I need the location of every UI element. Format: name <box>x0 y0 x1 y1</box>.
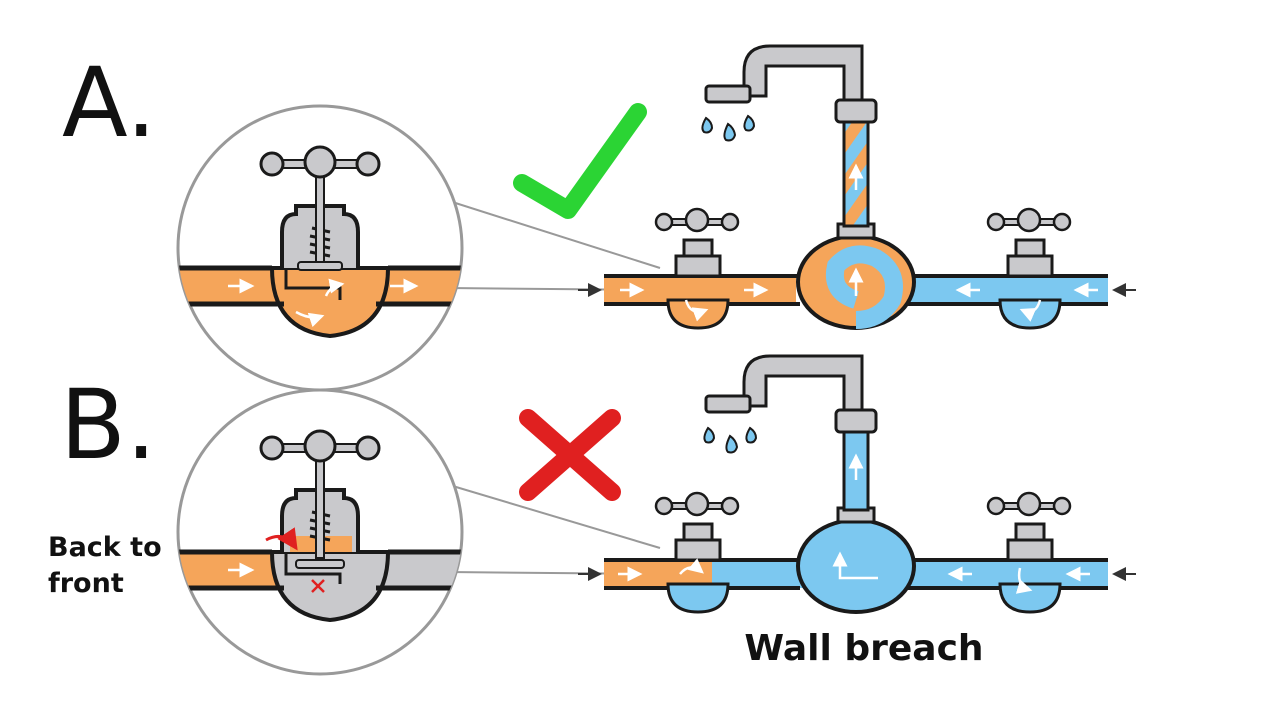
scenario-b: B. Back to front <box>48 354 1136 676</box>
mixer-assembly-b <box>578 354 1136 614</box>
scenario-a: A. <box>62 44 1136 392</box>
scenario-a-label: A. <box>62 47 157 159</box>
wall-breach-caption: Wall breach <box>744 628 983 669</box>
cross-icon <box>519 409 621 501</box>
zoom-valve-b <box>176 388 464 676</box>
mixer-assembly-a <box>578 44 1136 330</box>
check-icon <box>513 103 647 219</box>
back-to-front-caption: Back to front <box>48 532 171 599</box>
scenario-b-label: B. <box>60 369 156 481</box>
zoom-valve-a <box>176 104 464 392</box>
